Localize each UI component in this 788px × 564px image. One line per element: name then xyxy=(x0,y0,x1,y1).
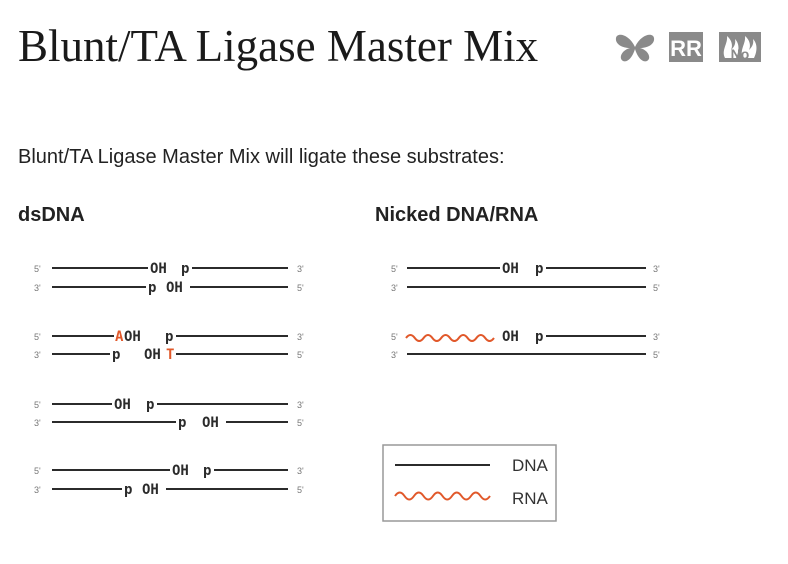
five-prime-label: 5' xyxy=(653,350,660,360)
five-prime-label: 5' xyxy=(34,400,41,410)
nicked-rna-substrate: 5' OH p 3' 3' 5' xyxy=(391,329,660,360)
p-mark: p xyxy=(112,347,120,363)
five-prime-label: 5' xyxy=(34,332,41,342)
no-icon-label: No xyxy=(731,46,750,62)
oh-mark: OH xyxy=(114,397,131,413)
section-heading-dsdna: dsDNA xyxy=(18,204,85,226)
legend: DNA RNA xyxy=(382,444,557,522)
three-prime-label: 3' xyxy=(34,418,41,428)
five-prime-label: 5' xyxy=(653,283,660,293)
p-mark: p xyxy=(124,482,132,498)
rr-icon-label: RR xyxy=(670,36,702,61)
nicked-dna-substrate: 5' OH p 3' 3' 5' xyxy=(391,261,660,293)
oh-mark: OH xyxy=(144,347,161,363)
three-prime-label: 3' xyxy=(34,350,41,360)
three-prime-label: 3' xyxy=(297,332,304,342)
intro-text: Blunt/TA Ligase Master Mix will ligate t… xyxy=(18,146,505,168)
legend-dna-label: DNA xyxy=(512,456,549,475)
p-mark: p xyxy=(535,329,543,345)
butterfly-icon xyxy=(615,34,655,62)
p-mark: p xyxy=(148,280,156,296)
oh-mark: OH xyxy=(166,280,183,296)
three-prime-label: 3' xyxy=(653,264,660,274)
dsdna-substrate-overhang-a: 5' OH p 3' 3' p OH 5' xyxy=(34,397,304,431)
t-overhang: T xyxy=(166,347,174,363)
three-prime-label: 3' xyxy=(34,283,41,293)
dsdna-substrate-blunt: 5' OH p 3' 3' p OH 5' xyxy=(34,261,304,296)
oh-mark: OH xyxy=(172,463,189,479)
five-prime-label: 5' xyxy=(34,264,41,274)
p-mark: p xyxy=(535,261,543,277)
oh-mark: OH xyxy=(202,415,219,431)
three-prime-label: 3' xyxy=(297,400,304,410)
dsdna-substrate-ta: 5' A OH p 3' 3' p OH T 5' xyxy=(34,329,304,363)
dsdna-substrate-overhang-b: 5' OH p 3' 3' p OH 5' xyxy=(34,463,304,498)
three-prime-label: 3' xyxy=(391,283,398,293)
oh-mark: OH xyxy=(124,329,141,345)
p-mark: p xyxy=(146,397,154,413)
five-prime-label: 5' xyxy=(391,264,398,274)
p-mark: p xyxy=(178,415,186,431)
legend-rna-swatch xyxy=(394,491,491,501)
p-mark: p xyxy=(165,329,173,345)
a-overhang: A xyxy=(115,329,124,345)
oh-mark: OH xyxy=(150,261,167,277)
oh-mark: OH xyxy=(502,329,519,345)
legend-box xyxy=(382,444,557,522)
oh-mark: OH xyxy=(502,261,519,277)
oh-mark: OH xyxy=(142,482,159,498)
page-title: Blunt/TA Ligase Master Mix xyxy=(18,21,539,71)
section-heading-nicked: Nicked DNA/RNA xyxy=(375,204,539,226)
five-prime-label: 5' xyxy=(297,418,304,428)
rr-icon: RR xyxy=(669,32,703,62)
three-prime-label: 3' xyxy=(297,264,304,274)
three-prime-label: 3' xyxy=(297,466,304,476)
three-prime-label: 3' xyxy=(34,485,41,495)
no-heat-icon: No xyxy=(719,32,761,62)
legend-rna-label: RNA xyxy=(512,489,549,508)
five-prime-label: 5' xyxy=(34,466,41,476)
rna-strand xyxy=(405,334,495,342)
five-prime-label: 5' xyxy=(297,485,304,495)
p-mark: p xyxy=(181,261,189,277)
three-prime-label: 3' xyxy=(653,332,660,342)
five-prime-label: 5' xyxy=(297,283,304,293)
five-prime-label: 5' xyxy=(391,332,398,342)
p-mark: p xyxy=(203,463,211,479)
three-prime-label: 3' xyxy=(391,350,398,360)
five-prime-label: 5' xyxy=(297,350,304,360)
